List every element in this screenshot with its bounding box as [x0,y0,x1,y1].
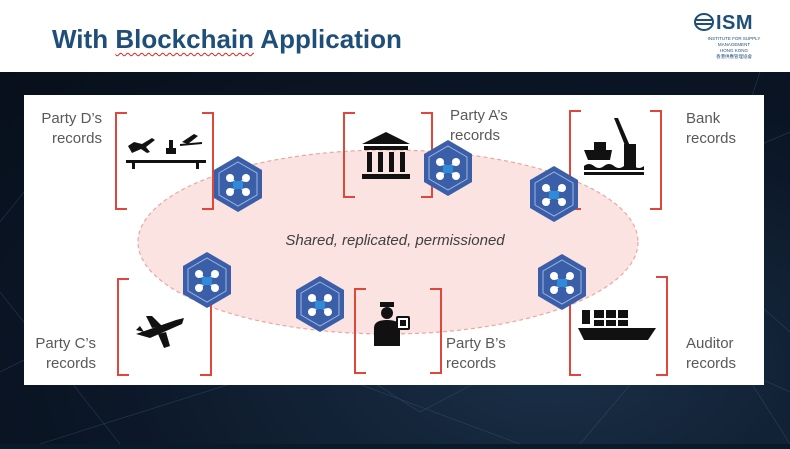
logo-wordmark: ISM [694,12,753,35]
auditor-bracket-right [656,276,668,376]
port-crane-icon [584,118,644,175]
party-d-bracket-left [115,112,127,210]
cargo-ship-icon [578,310,656,340]
ism-mark-icon [694,13,714,31]
ism-logo: ISM INSTITUTE FOR SUPPLY MANAGEMENT HONG… [694,12,774,62]
title-highlight-word: Blockchain [115,24,255,54]
party-b-bracket-left [354,288,366,374]
bank-bracket-right [650,110,662,210]
party-a-bracket-left [343,112,355,198]
blockchain-node-icon [537,253,587,311]
bank-building-icon [362,132,410,179]
customs-officer-icon [374,302,410,346]
party-d-bracket-right [202,112,214,210]
shared-ledger-label: Shared, replicated, permissioned [285,232,505,249]
blockchain-node-icon [213,155,263,213]
party-b-bracket-right [430,288,442,374]
airplane-icon [136,316,184,348]
blockchain-node-icon [529,165,579,223]
slide-title: With Blockchain Application [52,24,402,54]
slide-header: With Blockchain Application ISM INSTITUT… [0,0,790,72]
blockchain-node-icon [423,139,473,197]
logo-subtitle: INSTITUTE FOR SUPPLY MANAGEMENT HONG KON… [707,36,761,59]
blockchain-node-icon [182,251,232,309]
blockchain-node-icon [295,275,345,333]
airport-icon [126,134,206,169]
party-c-bracket-left [117,278,129,376]
